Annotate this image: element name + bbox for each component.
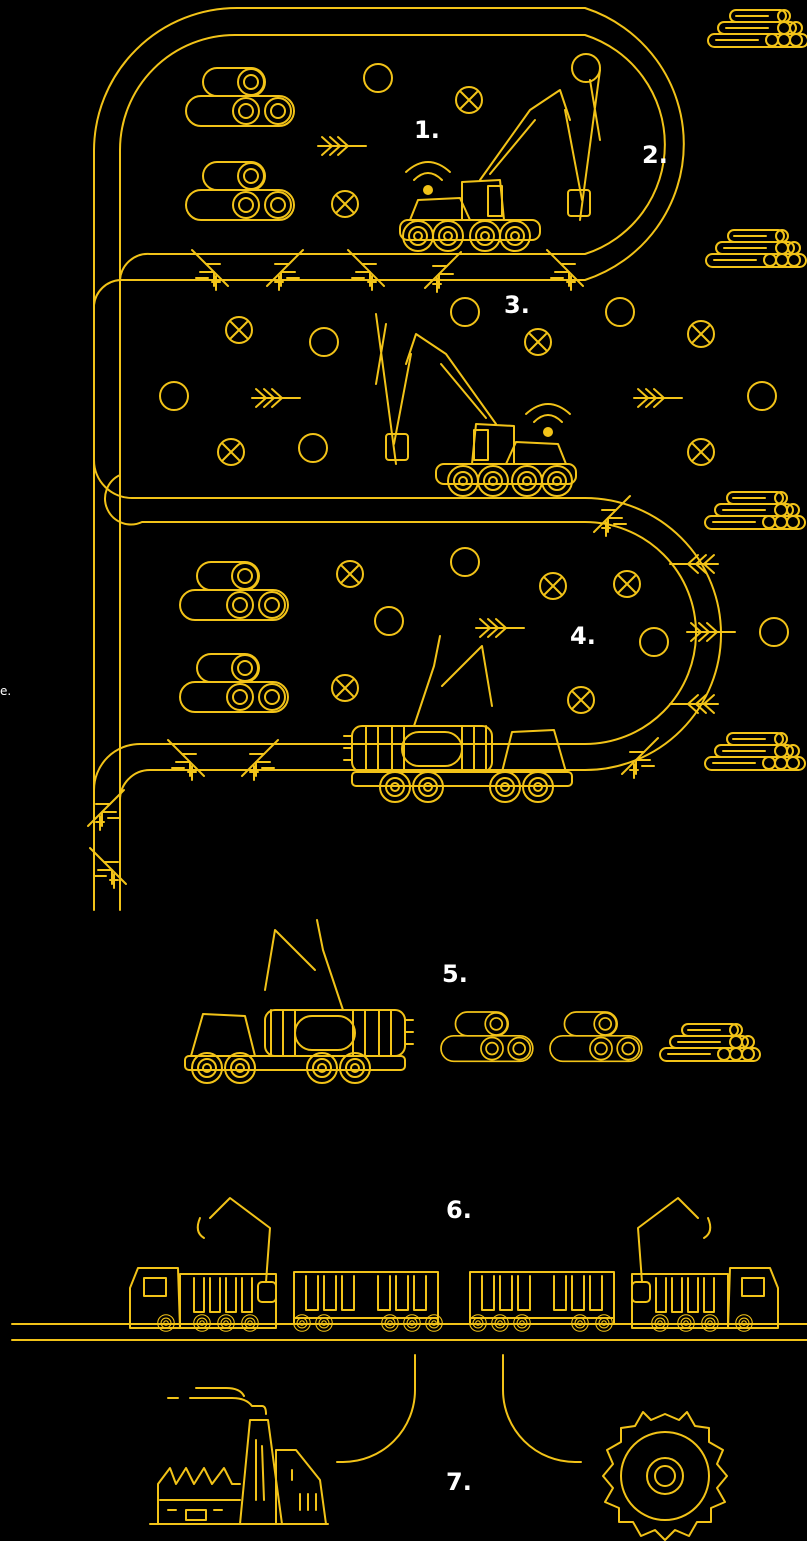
seedling-icon bbox=[375, 607, 403, 635]
edge-text-fragment: e. bbox=[0, 684, 11, 698]
log-pile-icon bbox=[186, 68, 294, 126]
seedling-icon bbox=[760, 618, 788, 646]
tree-stump-icon bbox=[540, 573, 566, 599]
seedling-icon bbox=[451, 298, 479, 326]
wifi-signal-icon bbox=[406, 162, 450, 195]
step-label-2: 2. bbox=[642, 141, 668, 169]
step-label-6: 6. bbox=[446, 1196, 472, 1224]
felled-tree-icon bbox=[168, 740, 204, 780]
felled-tree-icon bbox=[267, 250, 303, 290]
tree-stump-icon bbox=[332, 191, 358, 217]
log-stack-icon bbox=[708, 10, 807, 47]
harvester-icon bbox=[376, 314, 576, 484]
forwarder-icon bbox=[344, 636, 572, 786]
step-label-1: 1. bbox=[414, 116, 440, 144]
log-pile-icon bbox=[441, 1012, 533, 1061]
seedling-icon bbox=[451, 548, 479, 576]
road bbox=[12, 1324, 807, 1340]
log-pile-icon bbox=[550, 1012, 642, 1061]
log-pile-icon bbox=[186, 162, 294, 220]
tree-stump-icon bbox=[218, 439, 244, 465]
log-stack-icon bbox=[660, 1024, 760, 1061]
seedling-icon bbox=[364, 64, 392, 92]
felled-tree-icon bbox=[252, 389, 300, 407]
felled-tree-icon bbox=[634, 389, 682, 407]
seedling-icon bbox=[640, 628, 668, 656]
tree-stump-icon bbox=[688, 439, 714, 465]
felled-tree-icon bbox=[192, 250, 228, 290]
log-stack-icon bbox=[705, 492, 805, 529]
timber-truck-icon bbox=[632, 1198, 778, 1328]
harvester-wheels bbox=[403, 221, 530, 251]
felled-tree-icon bbox=[687, 623, 735, 641]
factory-icon bbox=[150, 1388, 328, 1524]
tree-stump-icon bbox=[456, 87, 482, 113]
seedling-icon bbox=[748, 382, 776, 410]
timber-truck-icon bbox=[130, 1198, 276, 1328]
timber-trailer bbox=[470, 1272, 614, 1324]
seedling-icon bbox=[572, 54, 600, 82]
tree-stump-icon bbox=[568, 687, 594, 713]
saw-blade-icon bbox=[603, 1412, 727, 1540]
forwarder-wheels bbox=[192, 1053, 370, 1083]
felled-tree-icon bbox=[547, 250, 583, 290]
felled-tree-icon bbox=[476, 619, 524, 637]
felled-tree-icon bbox=[318, 137, 366, 155]
tree-stump-icon bbox=[226, 317, 252, 343]
felled-tree-icon bbox=[242, 740, 278, 780]
step-label-5: 5. bbox=[442, 960, 468, 988]
felled-tree-icon bbox=[425, 252, 461, 292]
tree-stump-icon bbox=[525, 329, 551, 355]
tree-stump-icon bbox=[332, 675, 358, 701]
forwarder-icon bbox=[185, 920, 413, 1070]
tree-stump-icon bbox=[614, 571, 640, 597]
felled-tree-icon bbox=[670, 695, 718, 713]
log-stack-icon bbox=[705, 733, 805, 770]
delivery-route-lines bbox=[337, 1355, 581, 1462]
step-label-7: 7. bbox=[446, 1468, 472, 1496]
seedling-icon bbox=[606, 298, 634, 326]
log-pile-icon bbox=[180, 562, 288, 620]
seedling-icon bbox=[310, 328, 338, 356]
tree-stump-icon bbox=[688, 321, 714, 347]
harvester-wheels bbox=[448, 466, 572, 496]
seedling-icon bbox=[160, 382, 188, 410]
wifi-signal-icon bbox=[526, 404, 570, 437]
step-label-4: 4. bbox=[570, 622, 596, 650]
step-label-3: 3. bbox=[504, 291, 530, 319]
felled-tree-icon bbox=[348, 250, 384, 290]
log-pile-icon bbox=[180, 654, 288, 712]
seedling-icon bbox=[299, 434, 327, 462]
tree-stump-icon bbox=[337, 561, 363, 587]
log-stack-icon bbox=[706, 230, 806, 267]
harvester-icon bbox=[400, 70, 600, 240]
